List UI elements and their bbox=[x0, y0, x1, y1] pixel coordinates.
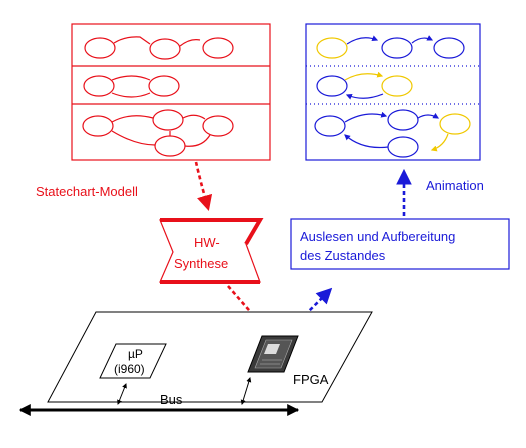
board bbox=[47, 311, 373, 403]
processor-label-1: µP bbox=[128, 347, 143, 361]
processor-label-2: (i960) bbox=[114, 362, 145, 376]
readout-label-1: Auslesen und Aufbereitung bbox=[300, 229, 455, 244]
hw-synthesis-shape bbox=[159, 219, 262, 283]
animation-label: Animation bbox=[426, 178, 484, 193]
hw-synthesis-label-1: HW- bbox=[194, 235, 220, 250]
statechart-model-label: Statechart-Modell bbox=[36, 184, 138, 199]
readout-label-2: des Zustandes bbox=[300, 248, 386, 263]
animation-box bbox=[305, 23, 481, 161]
processor-chip bbox=[99, 343, 167, 379]
hw-synthesis-border bbox=[160, 218, 264, 284]
fpga-label: FPGA bbox=[293, 372, 329, 387]
statechart-model-box bbox=[71, 23, 271, 161]
readout-box bbox=[290, 218, 510, 270]
hw-synthesis-label-2: Synthese bbox=[174, 256, 228, 271]
processor-bus-connector bbox=[117, 383, 127, 405]
synthesis-input-arrow bbox=[194, 161, 213, 211]
fpga-bus-connector bbox=[240, 377, 252, 405]
fpga-chip bbox=[247, 335, 299, 373]
bus-label: Bus bbox=[160, 392, 183, 407]
